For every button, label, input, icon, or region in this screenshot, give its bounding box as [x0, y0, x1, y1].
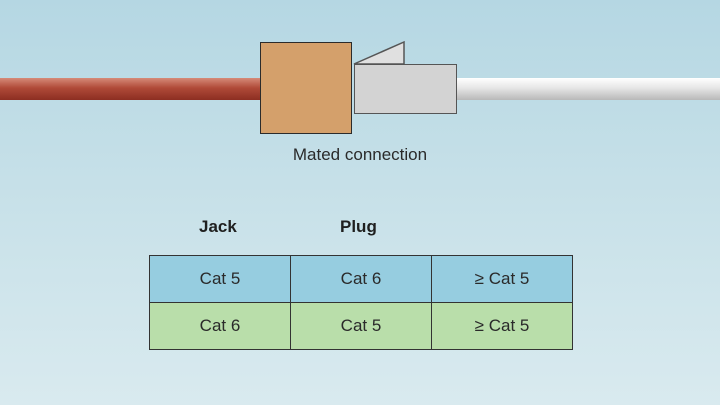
right-cable [455, 78, 720, 100]
jack-connector [260, 42, 352, 134]
table-row: Cat 6 Cat 5 ≥ Cat 5 [149, 302, 573, 350]
table-cell: Cat 6 [149, 302, 291, 350]
diagram-caption: Mated connection [292, 145, 428, 164]
table-cell: Cat 6 [290, 255, 432, 303]
plug-latch-tab [353, 40, 405, 65]
table-row: Cat 5 Cat 6 ≥ Cat 5 [149, 255, 573, 303]
table-cell: ≥ Cat 5 [431, 302, 573, 350]
column-header-jack: Jack [199, 217, 237, 236]
compatibility-table: Cat 5 Cat 6 ≥ Cat 5 Cat 6 Cat 5 ≥ Cat 5 [149, 255, 573, 350]
table-cell: Cat 5 [290, 302, 432, 350]
column-header-plug: Plug [340, 217, 377, 236]
table-cell: Cat 5 [149, 255, 291, 303]
left-cable [0, 78, 262, 100]
table-cell: ≥ Cat 5 [431, 255, 573, 303]
plug-connector [354, 64, 457, 114]
